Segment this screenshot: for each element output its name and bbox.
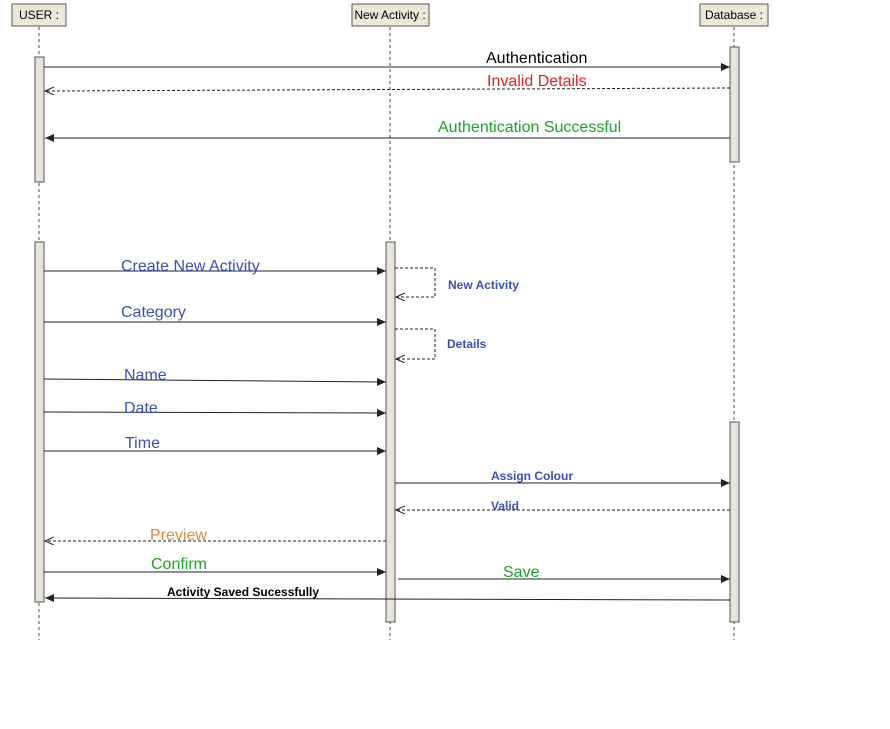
self-details-label: Details: [447, 337, 487, 351]
date-label: Date: [124, 400, 158, 417]
database-header: Database :: [699, 3, 769, 27]
category-label: Category: [121, 304, 186, 321]
database-header-label: Database :: [705, 8, 763, 22]
invalid-details-label: Invalid Details: [487, 73, 587, 90]
newactivity-activation: [385, 241, 396, 623]
user-activation-2: [34, 241, 45, 603]
authentication-successful-label: Authentication Successful: [438, 119, 621, 136]
preview-label: Preview: [150, 527, 207, 544]
save-label: Save: [503, 564, 540, 581]
time-label: Time: [125, 435, 160, 452]
database-activation-1: [729, 46, 740, 163]
assign-colour-label: Assign Colour: [491, 469, 573, 483]
authentication-label: Authentication: [486, 50, 587, 67]
self-new-activity-arrow: [395, 267, 436, 297]
valid-label: Valid: [491, 499, 519, 513]
create-new-activity-label: Create New Activity: [121, 258, 260, 275]
self-new-activity-label: New Activity: [448, 278, 519, 292]
activity-saved-arrow: [44, 594, 731, 603]
name-arrow: [43, 377, 387, 386]
database-activation-2: [729, 421, 740, 623]
newactivity-header-label: New Activity :: [354, 8, 425, 22]
user-activation-1: [34, 56, 45, 183]
name-label: Name: [124, 367, 167, 384]
activity-saved-label: Activity Saved Sucessfully: [167, 585, 319, 599]
newactivity-header: New Activity :: [351, 3, 430, 27]
user-header: USER :: [11, 3, 67, 27]
user-header-label: USER :: [19, 8, 59, 22]
self-details-arrow: [395, 328, 436, 359]
invalid-details-arrow: [45, 88, 731, 91]
confirm-label: Confirm: [151, 556, 207, 573]
date-arrow: [43, 408, 387, 417]
